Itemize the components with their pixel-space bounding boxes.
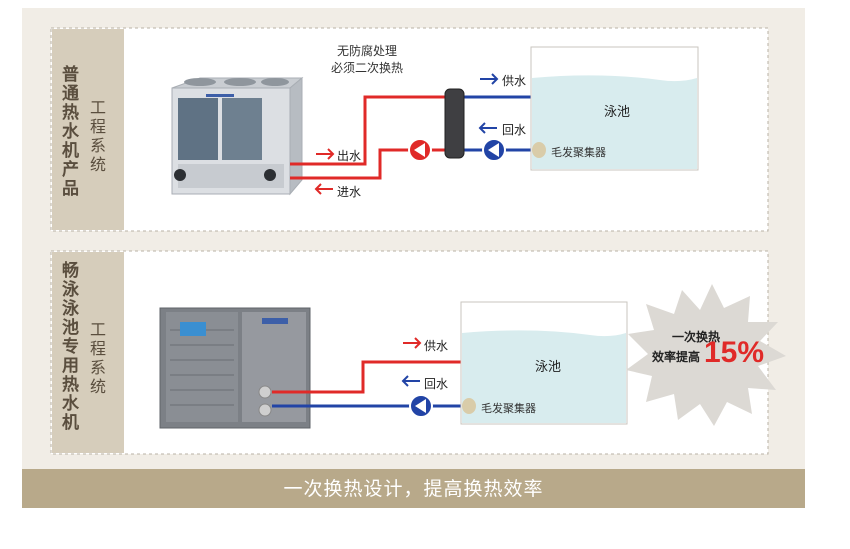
supply-arrow-2 <box>403 337 422 349</box>
section2-subtitle: 工程系统 <box>90 320 107 396</box>
heat-pump-unit-1 <box>171 76 304 196</box>
burst-percent: 15% <box>704 336 765 369</box>
section1-side-panel <box>52 29 124 230</box>
supply-label-1: 供水 <box>502 74 527 88</box>
pool-label-2: 泳池 <box>535 360 562 375</box>
hair-collector-icon-1 <box>532 142 546 158</box>
bottom-banner: 一次换热设计，提高换热效率 <box>22 469 805 508</box>
heat-pump-unit-2 <box>159 307 311 429</box>
note-text: 无防腐处理 必须二次换热 <box>330 44 403 75</box>
pool-water-1 <box>532 75 697 169</box>
section1-subtitle: 工程系统 <box>90 98 107 174</box>
pool-water-2 <box>462 330 626 423</box>
efficiency-burst <box>626 284 786 426</box>
return-arrow-1 <box>478 122 497 134</box>
burst-line2: 效率提高 <box>652 350 701 364</box>
burst-line1: 一次换热 <box>672 330 721 344</box>
section2-title: 畅泳泳池专用热水机 <box>62 261 79 433</box>
collector-label-1: 毛发聚集器 <box>551 146 606 159</box>
hair-collector-icon-2 <box>462 398 476 414</box>
heat-exchanger <box>444 88 465 159</box>
section1-title: 普通热水机产品 <box>62 65 79 199</box>
return-label-1: 回水 <box>502 123 527 137</box>
supply-label-2: 供水 <box>424 339 449 353</box>
collector-label-2: 毛发聚集器 <box>481 402 536 415</box>
return-arrow-2 <box>401 375 420 387</box>
out-label: 出水 <box>337 149 362 163</box>
in-label: 进水 <box>337 185 362 199</box>
hot-pipe-supply-2 <box>272 360 462 394</box>
out-arrow <box>316 148 335 160</box>
hot-pipe-out <box>290 95 447 166</box>
in-arrow <box>314 183 333 195</box>
section2-side-panel <box>52 252 124 453</box>
return-label-2: 回水 <box>424 377 449 391</box>
supply-arrow-1 <box>480 73 499 85</box>
pool-label-1: 泳池 <box>604 105 631 120</box>
